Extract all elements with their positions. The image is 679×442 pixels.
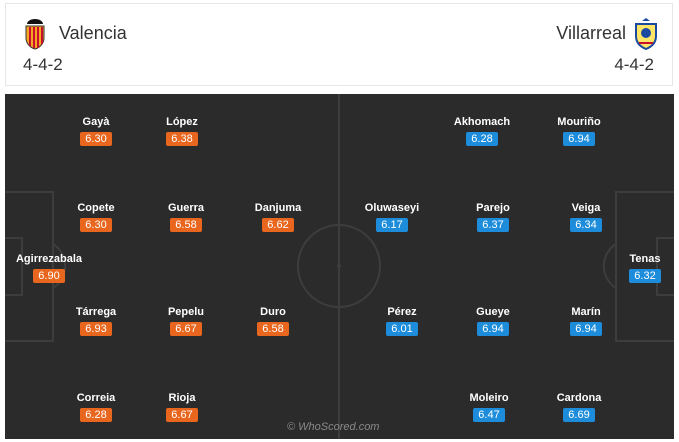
player-name: Rioja	[168, 392, 196, 404]
player-rating: 6.93	[80, 322, 112, 336]
player-home-danjuma[interactable]: Danjuma 6.62	[238, 202, 318, 233]
player-home-correia[interactable]: Correia 6.28	[56, 392, 136, 423]
player-rating: 6.47	[473, 408, 505, 422]
home-formation: 4-4-2	[23, 55, 63, 74]
home-team-name: Valencia	[59, 23, 127, 43]
player-away-moleiro[interactable]: Moleiro 6.47	[449, 392, 529, 423]
player-name: Oluwaseyi	[364, 202, 420, 214]
player-home-copete[interactable]: Copete 6.30	[56, 202, 136, 233]
player-rating: 6.67	[170, 322, 202, 336]
player-home-agirrezabala[interactable]: Agirrezabala 6.90	[9, 253, 89, 284]
player-away-mourino[interactable]: Mouriño 6.94	[539, 116, 619, 147]
player-rating: 6.94	[570, 322, 602, 336]
player-name: Akhomach	[453, 116, 511, 128]
player-rating: 6.32	[629, 269, 661, 283]
watermark: © WhoScored.com	[287, 421, 380, 433]
player-rating: 6.67	[166, 408, 198, 422]
player-rating: 6.58	[257, 322, 289, 336]
villarreal-crest-icon	[635, 18, 657, 50]
away-team-name: Villarreal	[556, 23, 626, 43]
player-name: Cardona	[556, 392, 602, 404]
player-name: Danjuma	[254, 202, 302, 214]
player-home-tarrega[interactable]: Tárrega 6.93	[56, 306, 136, 337]
player-away-gueye[interactable]: Gueye 6.94	[453, 306, 533, 337]
player-name: Correia	[76, 392, 116, 404]
player-name: Parejo	[476, 202, 510, 214]
player-home-gaya[interactable]: Gayà 6.30	[56, 116, 136, 147]
player-name: Gueye	[476, 306, 510, 318]
player-name: Moleiro	[469, 392, 509, 404]
player-name: Veiga	[571, 202, 601, 214]
pitch: Gayà 6.30 López 6.38 Copete 6.30 Guerra …	[5, 94, 674, 439]
player-away-parejo[interactable]: Parejo 6.37	[453, 202, 533, 233]
player-rating: 6.30	[80, 218, 112, 232]
player-name: Agirrezabala	[15, 253, 83, 265]
player-rating: 6.69	[563, 408, 595, 422]
player-rating: 6.34	[570, 218, 602, 232]
player-name: Mouriño	[557, 116, 601, 128]
player-rating: 6.37	[477, 218, 509, 232]
player-name: Duro	[260, 306, 286, 318]
player-name: Copete	[77, 202, 115, 214]
player-rating: 6.62	[262, 218, 294, 232]
player-name: Gayà	[82, 116, 110, 128]
player-home-pepelu[interactable]: Pepelu 6.67	[146, 306, 226, 337]
player-name: Guerra	[167, 202, 205, 214]
player-away-cardona[interactable]: Cardona 6.69	[539, 392, 619, 423]
player-rating: 6.38	[166, 132, 198, 146]
player-name: Marín	[571, 306, 601, 318]
player-rating: 6.17	[376, 218, 408, 232]
player-name: Pepelu	[167, 306, 205, 318]
player-rating: 6.58	[170, 218, 202, 232]
player-away-oluwaseyi[interactable]: Oluwaseyi 6.17	[352, 202, 432, 233]
player-home-lopez[interactable]: López 6.38	[142, 116, 222, 147]
player-name: López	[166, 116, 198, 128]
player-rating: 6.01	[386, 322, 418, 336]
player-rating: 6.90	[33, 269, 65, 283]
player-home-rioja[interactable]: Rioja 6.67	[142, 392, 222, 423]
player-rating: 6.30	[80, 132, 112, 146]
player-away-perez[interactable]: Pérez 6.01	[362, 306, 442, 337]
player-rating: 6.94	[477, 322, 509, 336]
player-rating: 6.28	[466, 132, 498, 146]
match-header: Valencia 4-4-2 Villarreal 4-4-2	[5, 3, 673, 86]
pitch-lines	[5, 94, 674, 439]
player-name: Tenas	[629, 253, 661, 265]
player-away-tenas[interactable]: Tenas 6.32	[605, 253, 674, 284]
player-name: Pérez	[387, 306, 417, 318]
player-away-marin[interactable]: Marín 6.94	[546, 306, 626, 337]
player-rating: 6.28	[80, 408, 112, 422]
player-home-duro[interactable]: Duro 6.58	[233, 306, 313, 337]
valencia-crest-icon	[25, 19, 45, 50]
away-formation: 4-4-2	[614, 55, 654, 74]
player-home-guerra[interactable]: Guerra 6.58	[146, 202, 226, 233]
player-name: Tárrega	[75, 306, 117, 318]
player-rating: 6.94	[563, 132, 595, 146]
player-away-veiga[interactable]: Veiga 6.34	[546, 202, 626, 233]
player-away-akhomach[interactable]: Akhomach 6.28	[442, 116, 522, 147]
